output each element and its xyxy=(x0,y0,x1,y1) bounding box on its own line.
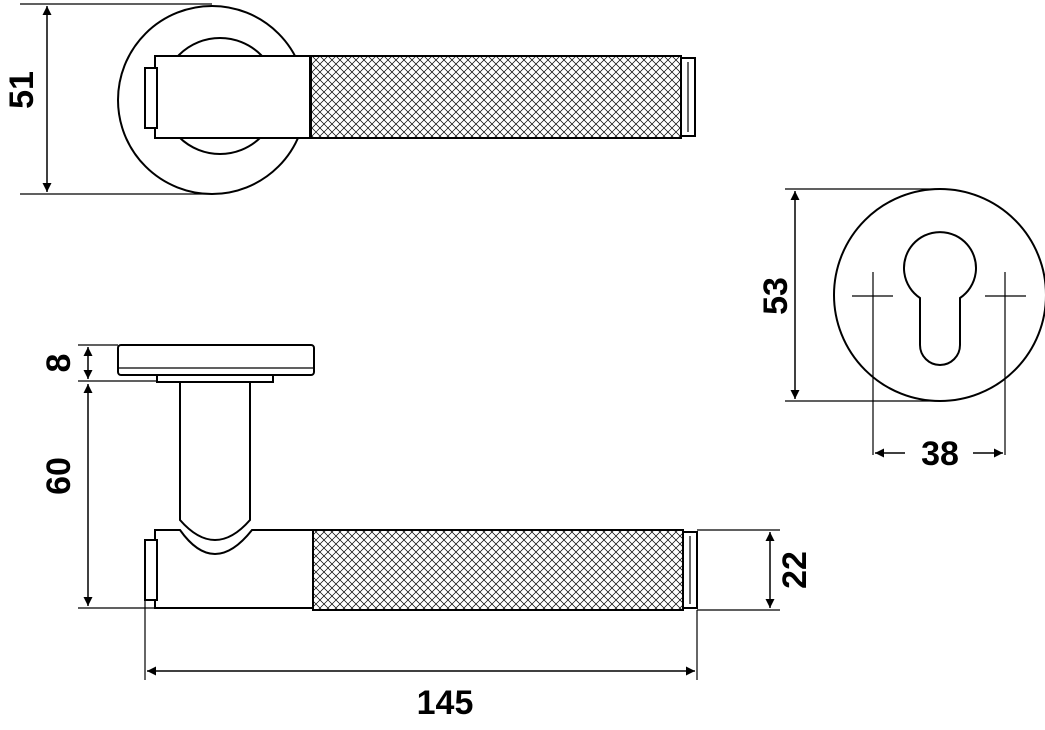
dim-51-label: 51 xyxy=(3,71,41,109)
side-view-knurled-grip xyxy=(312,529,684,611)
keyhole-cutout xyxy=(903,231,977,366)
side-view-base-plate xyxy=(156,374,274,383)
dim-38-label: 38 xyxy=(921,435,959,473)
right-screw-center-mark xyxy=(985,272,1026,455)
top-view-neck xyxy=(154,55,311,139)
left-screw-center-mark xyxy=(852,272,893,455)
side-view-lever-body xyxy=(154,529,314,609)
side-view-end-cap xyxy=(144,539,158,601)
side-view-rose xyxy=(117,344,315,376)
top-view-knurled-grip xyxy=(310,55,682,139)
dim-8-label: 8 xyxy=(40,354,78,373)
side-view: 8 60 22 145 xyxy=(40,344,814,722)
top-view-end-cap xyxy=(144,67,158,129)
dim-145-label: 145 xyxy=(417,684,474,722)
side-view-stem xyxy=(179,381,251,541)
dim-53-label: 53 xyxy=(757,277,795,315)
top-view: 51 xyxy=(3,3,696,195)
dim-22-label: 22 xyxy=(776,551,814,589)
escutcheon-view: 53 38 xyxy=(757,188,1045,473)
escutcheon-disk xyxy=(833,188,1045,402)
dim-60-label: 60 xyxy=(40,457,78,495)
